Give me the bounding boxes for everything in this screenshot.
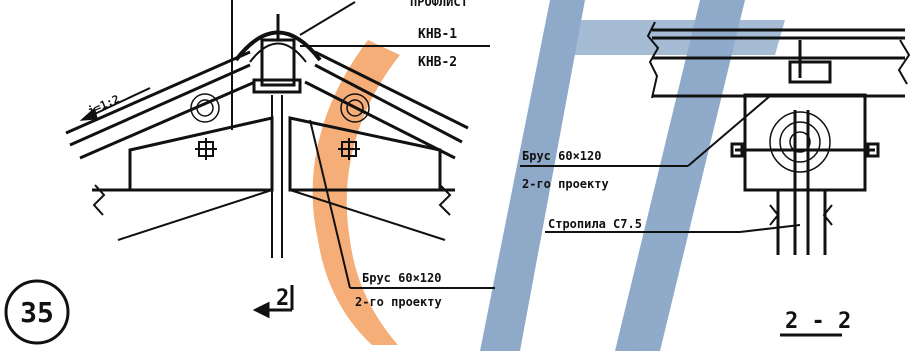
leader-bottom-beam [309,119,351,289]
ridge-detail [65,0,495,319]
section-2-2-detail [520,21,911,337]
watermark-blue-stroke-1 [480,0,585,351]
bolt-left-icon [195,138,217,160]
post-break-right [822,204,833,226]
roof-right-inner [314,63,463,144]
label-rafter: Стропила С7.5 [548,217,642,231]
watermark-logo [312,0,785,351]
break-right [438,184,452,216]
ridge-clip [252,78,302,94]
wood-grain-right [340,93,370,123]
section-arrowhead [252,301,270,319]
roof-left-inner [69,63,251,147]
leader-right-beam [687,95,771,167]
ridge-cap-inner [249,42,307,63]
label-beam-right-1: Брус 60×120 [522,149,601,163]
wood-grain-section [769,111,831,173]
label-slope: i=1:2 [86,92,122,117]
leader-rafter [739,224,801,233]
leader-top [299,1,356,36]
break-left [92,184,106,216]
label-kn1: КНВ-1 [418,27,457,42]
roof-right-lower [304,80,456,160]
label-bottom-beam-1: Брус 60×120 [362,271,441,285]
label-section-title: 2 - 2 [785,309,851,334]
dim-right [289,189,446,241]
post-break-left [769,204,780,226]
truss-left-plate [128,116,274,192]
roof-left-lower [79,80,256,160]
label-section-ref: 2 [276,286,289,311]
bolt-right-icon [338,138,360,160]
wood-grain-left [190,93,220,123]
slope-arrow [85,87,151,119]
label-top-cut: ПРОФЛИСТ [410,0,468,9]
label-beam-right-2: 2-го проекту [522,177,609,191]
bolt-nut-right [866,142,880,158]
label-bottom-beam-2: 2-го проекту [355,295,442,309]
roof-left-outer [65,50,251,135]
break-top-left [646,21,660,99]
sheet-number: 35 [20,296,54,329]
break-top-right [897,39,911,85]
watermark-orange-stroke [312,40,400,345]
roof-right-outer [314,50,469,130]
slope-arrowhead [79,107,98,121]
bracket [788,60,832,84]
dim-left [117,189,273,241]
sheet-number-badge: 35 [4,279,70,345]
watermark-blue-stroke-2 [615,0,745,351]
bolt-nut-left [730,142,744,158]
label-kn2: КНВ-2 [418,55,457,70]
beam-block [743,93,867,192]
